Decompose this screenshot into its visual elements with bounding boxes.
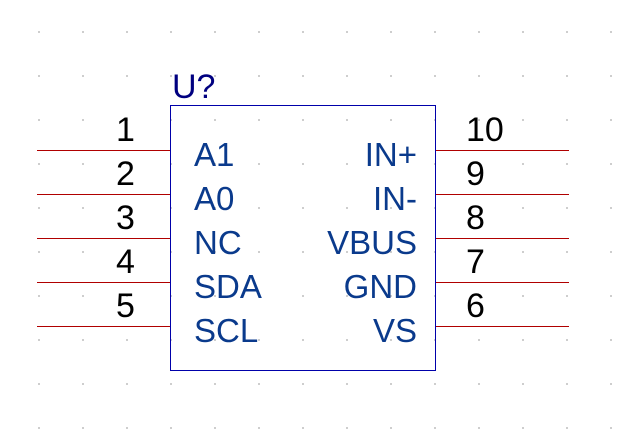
- pin-3-name: NC: [194, 224, 242, 261]
- pin-3-number: 3: [116, 199, 135, 237]
- pin-5-line[interactable]: [37, 326, 170, 327]
- pin-4-name: SDA: [194, 268, 262, 305]
- pin-2-number: 2: [116, 155, 135, 193]
- pin-4-line[interactable]: [37, 282, 170, 283]
- pin-8-number: 8: [466, 199, 485, 237]
- pin-2-name: A0: [194, 180, 235, 217]
- pin-7-name: GND: [343, 268, 417, 305]
- pin-6-name: VS: [372, 312, 417, 349]
- pin-2-line[interactable]: [37, 194, 170, 195]
- pin-1-name: A1: [194, 136, 235, 173]
- pin-9-line[interactable]: [436, 194, 569, 195]
- pin-1-line[interactable]: [37, 150, 170, 151]
- pin-3-line[interactable]: [37, 238, 170, 239]
- pin-10-line[interactable]: [436, 150, 569, 151]
- pin-7-line[interactable]: [436, 282, 569, 283]
- pin-8-name: VBUS: [327, 224, 417, 261]
- pin-9-number: 9: [466, 155, 485, 193]
- component-body[interactable]: [170, 105, 436, 371]
- pin-6-line[interactable]: [436, 326, 569, 327]
- pin-5-name: SCL: [194, 312, 259, 349]
- pin-6-number: 6: [466, 287, 485, 325]
- pin-10-number: 10: [466, 111, 504, 149]
- pin-7-number: 7: [466, 243, 485, 281]
- reference-designator: U?: [172, 68, 216, 106]
- pin-9-name: IN-: [373, 180, 417, 217]
- pin-1-number: 1: [116, 111, 135, 149]
- pin-8-line[interactable]: [436, 238, 569, 239]
- pin-4-number: 4: [116, 243, 135, 281]
- pin-10-name: IN+: [364, 136, 417, 173]
- pin-5-number: 5: [116, 287, 135, 325]
